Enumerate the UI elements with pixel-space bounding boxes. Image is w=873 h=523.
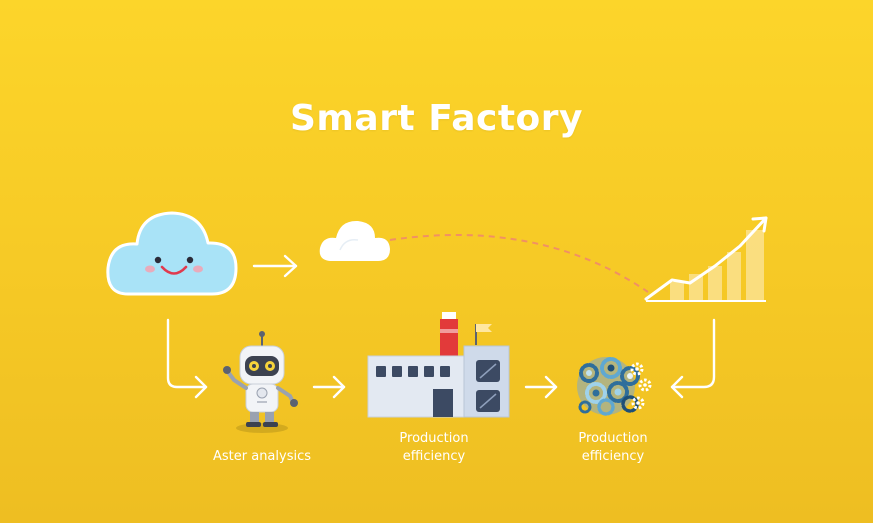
growth-chart-icon <box>644 216 768 302</box>
arrow-right-icon <box>524 375 558 399</box>
dashed-connection-path <box>389 233 649 293</box>
diagram-title: Smart Factory <box>289 98 583 139</box>
small-cloud-icon <box>319 220 390 261</box>
smiling-cloud-icon <box>106 211 238 296</box>
gears-label: Production efficiency <box>578 431 648 464</box>
robot-icon <box>223 331 298 433</box>
analytics-label: Aster analysics <box>212 449 312 464</box>
gears-icon <box>577 357 652 416</box>
factory-icon <box>367 312 510 418</box>
arrow-right-icon <box>312 375 346 399</box>
arrow-right-icon <box>252 254 298 278</box>
arrow-down-right-icon <box>166 318 208 399</box>
factory-label: Production efficiency <box>399 431 469 464</box>
arrow-down-left-icon <box>670 318 716 399</box>
